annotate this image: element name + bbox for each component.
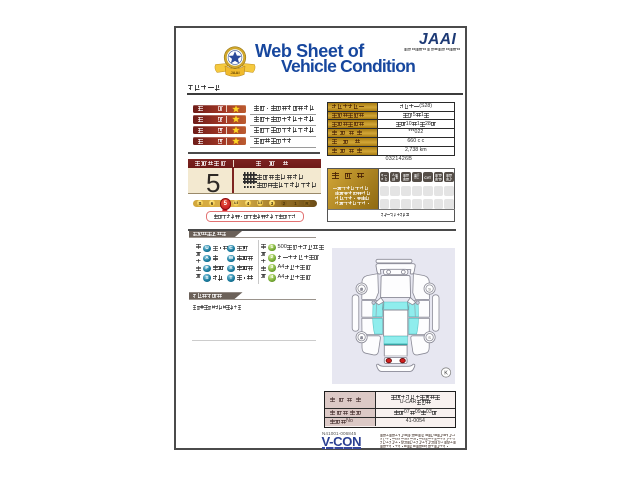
svg-text:S: S bbox=[428, 335, 431, 340]
svg-text:JAAI: JAAI bbox=[230, 70, 239, 75]
svg-text:K: K bbox=[444, 371, 448, 377]
svg-text:S: S bbox=[360, 286, 363, 291]
svg-text:S: S bbox=[360, 335, 363, 340]
svg-text:S: S bbox=[428, 286, 431, 291]
